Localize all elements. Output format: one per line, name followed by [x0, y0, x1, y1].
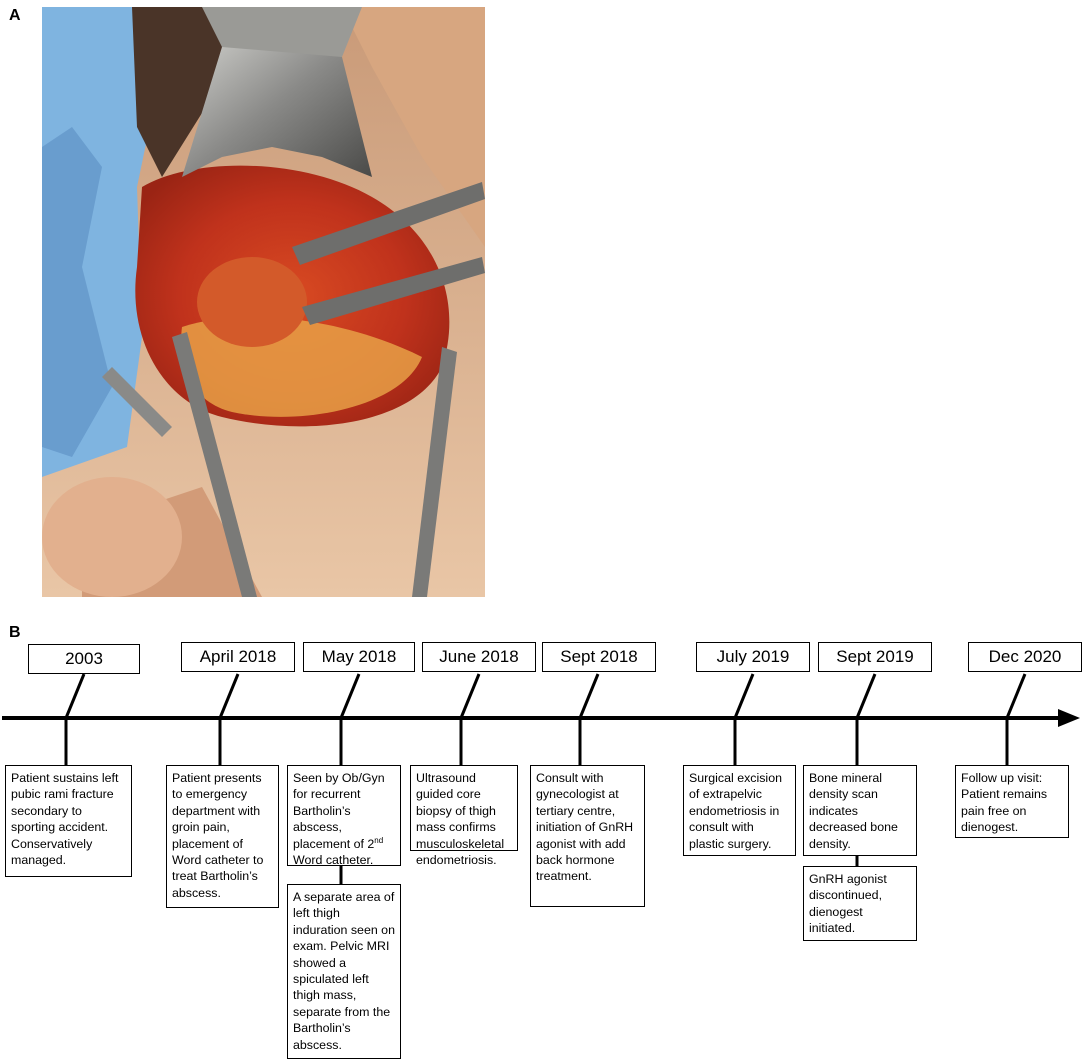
event-box-sept-2018: Consult with gynecologist at tertiary ce… [530, 765, 645, 907]
event-box-dec-2020: Follow up visit: Patient remains pain fr… [955, 765, 1069, 838]
event-text: Seen by Ob/Gyn for recurrent Bartholin’s… [293, 771, 385, 851]
event-box-may-2018-mri: A separate area of left thigh induration… [287, 884, 401, 1059]
date-connector [339, 673, 361, 719]
event-text: Word catheter. [293, 853, 374, 868]
surgical-photo-icon [42, 7, 485, 597]
event-box-sept-2019: Bone mineral density scan indicates decr… [803, 765, 917, 856]
date-connector [218, 673, 240, 719]
date-box-april-2018: April 2018 [181, 642, 295, 672]
timeline-arrow [2, 709, 1080, 727]
event-connectors [64, 718, 1009, 884]
date-box-may-2018: May 2018 [303, 642, 415, 672]
event-box-june-2018: Ultrasound guided core biopsy of thigh m… [410, 765, 518, 867]
panel-b-label: B [9, 624, 21, 641]
date-connector [64, 673, 86, 719]
panel-a-label: A [9, 7, 21, 24]
event-superscript: nd [374, 835, 384, 845]
date-box-july-2019: July 2019 [696, 642, 810, 672]
date-box-june-2018: June 2018 [422, 642, 536, 672]
arrowhead-icon [1058, 709, 1080, 727]
date-box-dec-2020: Dec 2020 [968, 642, 1082, 672]
date-connector [855, 673, 877, 719]
event-box-july-2019: Surgical excision of extrapelvic endomet… [683, 765, 796, 856]
event-box-may-2018: Seen by Ob/Gyn for recurrent Bartholin’s… [287, 765, 401, 868]
date-box-sept-2018: Sept 2018 [542, 642, 656, 672]
date-box-2003: 2003 [28, 644, 140, 674]
event-box-sept-2019-gnrh: GnRH agonist discontinued, dienogest ini… [803, 866, 917, 941]
date-connector [578, 673, 600, 719]
date-connector [733, 673, 755, 719]
date-connectors [64, 673, 1027, 719]
date-connector [1005, 673, 1027, 719]
surgical-photo [42, 7, 485, 597]
event-box-2003: Patient sustains left pubic rami fractur… [5, 765, 132, 877]
event-box-april-2018: Patient presents to emergency department… [166, 765, 279, 908]
date-connector [459, 673, 481, 719]
date-box-sept-2019: Sept 2019 [818, 642, 932, 672]
